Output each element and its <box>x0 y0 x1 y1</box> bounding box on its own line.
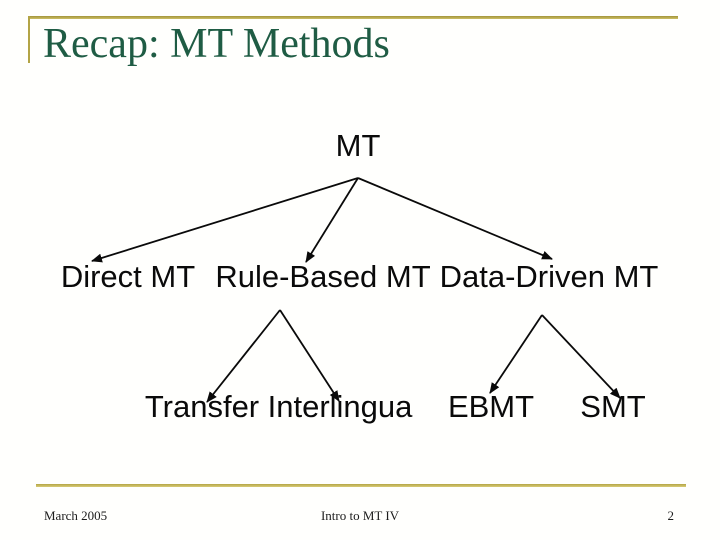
tree-node-mt: MT <box>335 128 381 163</box>
tree-node-data-driven-mt: Data-Driven MT <box>439 259 659 294</box>
tree-node-rule-based-mt: Rule-Based MT <box>215 259 431 294</box>
slide-title: Recap: MT Methods <box>43 21 390 67</box>
tree-node-interlingua: Interlingua <box>267 389 413 424</box>
title-accent-bar <box>28 16 30 63</box>
footer-date: March 2005 <box>44 508 108 523</box>
tree-node-transfer: Transfer <box>144 389 260 424</box>
arrow-rule-to-interlingua <box>279 309 340 402</box>
footer-course-name: Intro to MT IV <box>320 508 400 523</box>
footer-page-number: 2 <box>667 508 675 523</box>
arrow-mt-to-direct-mt <box>91 177 359 263</box>
arrow-mt-to-data-driven-mt <box>357 177 553 260</box>
tree-node-smt: SMT <box>580 389 646 424</box>
tree-node-ebmt: EBMT <box>447 389 535 424</box>
arrow-mt-to-rule-based-mt <box>305 177 359 263</box>
header-rule <box>28 16 678 19</box>
arrow-data-to-smt <box>541 314 621 399</box>
arrow-rule-to-transfer <box>206 309 281 403</box>
arrow-data-to-ebmt <box>489 314 543 394</box>
footer-rule <box>36 484 686 487</box>
tree-node-direct-mt: Direct MT <box>60 259 196 294</box>
